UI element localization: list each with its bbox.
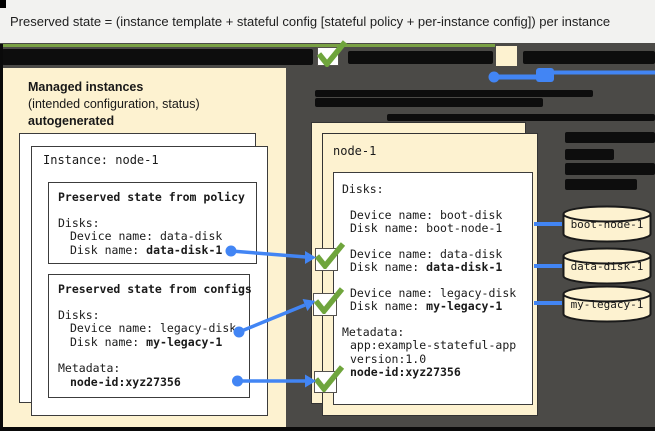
redacted-text-bar bbox=[565, 149, 614, 160]
policy-device-line: Device name: data-disk bbox=[70, 229, 223, 243]
header-banner: Preserved state = (instance template + s… bbox=[0, 0, 655, 43]
disk-cylinder-legacy: my-legacy-1 bbox=[561, 284, 653, 324]
vm-disk-row-device: Device name: legacy-disk bbox=[350, 285, 517, 300]
disk-label: my-legacy-1 bbox=[570, 298, 644, 311]
configs-device-line: Device name: legacy-disk bbox=[70, 321, 237, 335]
disk-cylinder-icon bbox=[562, 285, 652, 323]
redacted-text-bar bbox=[523, 51, 655, 64]
configs-box-title: Preserved state from configs bbox=[58, 282, 252, 296]
vm-disk-value: my-legacy-1 bbox=[426, 299, 503, 313]
redacted-text-bar bbox=[565, 163, 655, 175]
configs-metadata-value: node-id:xyz27356 bbox=[70, 374, 181, 389]
policy-disks-label: Disks: bbox=[58, 215, 100, 230]
legend-checkbox bbox=[317, 47, 339, 66]
disk-cylinder-data: data-disk-1 bbox=[561, 246, 653, 286]
vm-disk-value: boot-node-1 bbox=[426, 221, 503, 235]
vm-metadata-node-id: node-id:xyz27356 bbox=[350, 365, 461, 379]
policy-box-title: Preserved state from policy bbox=[58, 190, 245, 204]
green-rule-line bbox=[0, 44, 495, 47]
vm-metadata-line: version:1.0 bbox=[350, 351, 427, 366]
vm-disk-row-device: Device name: boot-disk bbox=[350, 207, 503, 222]
configs-disk-line: Disk name: my-legacy-1 bbox=[70, 334, 223, 349]
vm-title: node-1 bbox=[333, 144, 377, 158]
policy-box: Preserved state from policy Disks: Devic… bbox=[48, 182, 257, 264]
redacted-text-bar bbox=[348, 51, 493, 64]
redacted-text-bar bbox=[315, 98, 543, 107]
disk-cylinder-icon bbox=[562, 205, 652, 243]
match-checkbox-legacy-disk bbox=[313, 293, 337, 316]
vm-disk-row-disk: Disk name: data-disk-1 bbox=[350, 260, 503, 274]
frame-edge-bottom bbox=[0, 427, 655, 431]
vm-disk-row-device: Device name: data-disk bbox=[350, 246, 503, 261]
vm-metadata-label: Metadata: bbox=[342, 324, 405, 339]
connector-dot-icon bbox=[488, 71, 500, 83]
configs-disk-value: my-legacy-1 bbox=[146, 334, 223, 349]
redacted-text-bar bbox=[2, 49, 313, 65]
cream-swatch bbox=[496, 46, 517, 66]
match-checkbox-data-disk bbox=[315, 248, 338, 271]
vm-disks-label: Disks: bbox=[342, 182, 384, 196]
vm-disk-row-disk: Disk name: my-legacy-1 bbox=[350, 299, 503, 313]
disk-cylinder-icon bbox=[562, 247, 652, 285]
vm-metadata-line: app:example-stateful-app bbox=[350, 338, 517, 352]
frame-edge-left bbox=[0, 44, 3, 431]
corner-notch bbox=[0, 0, 6, 8]
managed-instances-note: autogenerated bbox=[28, 114, 115, 128]
configs-box: Preserved state from configs Disks: Devi… bbox=[48, 274, 252, 398]
redacted-text-bar bbox=[387, 114, 655, 121]
redacted-text-bar bbox=[565, 179, 637, 190]
disk-cylinder-boot: boot-node-1 bbox=[561, 204, 653, 244]
vm-disk-row-disk: Disk name: boot-node-1 bbox=[350, 221, 503, 235]
redacted-text-bar bbox=[565, 132, 655, 143]
match-checkbox-node-id bbox=[314, 371, 337, 393]
vm-state-box: Disks: Device name: boot-disk Disk name:… bbox=[333, 172, 533, 405]
configs-disks-label: Disks: bbox=[58, 307, 100, 322]
instance-title: Instance: node-1 bbox=[43, 153, 159, 167]
managed-instances-title: Managed instances bbox=[28, 80, 144, 94]
header-title: Preserved state = (instance template + s… bbox=[10, 14, 611, 29]
managed-instances-subtitle: (intended configuration, status) bbox=[28, 97, 200, 111]
disk-label: data-disk-1 bbox=[570, 260, 644, 273]
configs-metadata-label: Metadata: bbox=[58, 361, 121, 375]
redacted-text-bar bbox=[315, 90, 593, 97]
vm-disk-value: data-disk-1 bbox=[426, 260, 503, 274]
disk-label: boot-node-1 bbox=[570, 218, 644, 231]
policy-disk-value: data-disk-1 bbox=[146, 242, 223, 257]
policy-disk-line: Disk name: data-disk-1 bbox=[70, 242, 223, 257]
